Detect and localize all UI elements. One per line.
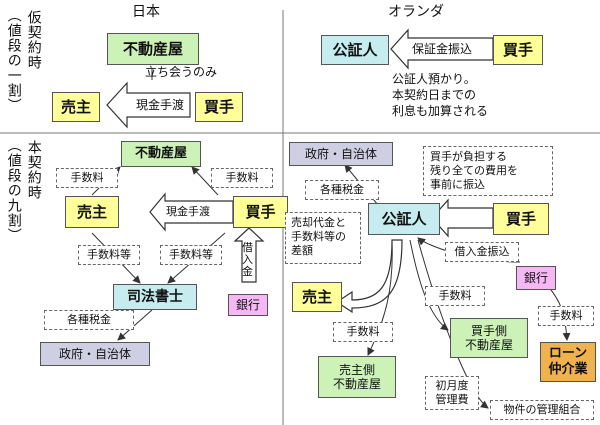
jp-main-realtor: 不動産屋 bbox=[121, 141, 201, 167]
header-japan: 日本 bbox=[132, 4, 160, 20]
header-netherlands: オランダ bbox=[388, 4, 444, 20]
nl-prov-note-line: 利息も加算される bbox=[392, 104, 489, 119]
nl-main-fee-center: 手数料 bbox=[425, 286, 485, 306]
jp-main-bank: 銀行 bbox=[228, 294, 268, 316]
jp-main-fee-etc-left: 手数料等 bbox=[78, 245, 140, 265]
jp-main-government: 政府・自治体 bbox=[40, 342, 150, 366]
nl-prov-notes: 公証人預かり。 本契約日までの 利息も加算される bbox=[392, 71, 488, 120]
nl-main-seller-realtor-line: 売主側 bbox=[338, 362, 375, 377]
nl-main-loan-broker-line: 仲介業 bbox=[548, 362, 588, 377]
nl-main-loan-broker: ローン 仲介業 bbox=[540, 342, 596, 382]
nl-main-proceeds-note-line: 差額 bbox=[291, 243, 313, 257]
nl-main-proceeds-note-line: 手数料等の bbox=[291, 229, 346, 243]
nl-main-buyer-realtor: 買手側 不動産屋 bbox=[450, 318, 528, 358]
jp-main-fee-etc-right: 手数料等 bbox=[160, 245, 222, 265]
big-arrow-jp-loan bbox=[233, 227, 265, 283]
nl-main-fee-seller: 手数料 bbox=[333, 322, 393, 342]
nl-main-fee-bank: 手数料 bbox=[538, 306, 594, 326]
jp-prov-witness-note: 立ち会うのみ bbox=[145, 65, 218, 79]
label-provisional: 仮契約時 bbox=[25, 10, 42, 70]
nl-main-seller-realtor: 売主側 不動産屋 bbox=[318, 356, 396, 398]
nl-main-buyer: 買手 bbox=[493, 203, 549, 235]
jp-prov-cash: 現金手渡 bbox=[136, 98, 185, 112]
nl-main-taxes: 各種税金 bbox=[305, 180, 379, 200]
nl-main-notary: 公証人 bbox=[368, 203, 440, 235]
nl-main-cost-note-line: 残り全ての費用を bbox=[430, 163, 518, 177]
jp-main-scrivener: 司法書士 bbox=[113, 284, 197, 310]
nl-main-proceeds-note-line: 売却代金と bbox=[291, 216, 346, 229]
nl-prov-buyer: 買手 bbox=[493, 35, 543, 65]
jp-main-taxes: 各種税金 bbox=[44, 310, 134, 330]
big-arrow-jp-prov-cash bbox=[106, 81, 191, 129]
jp-main-seller: 売主 bbox=[65, 196, 119, 228]
nl-main-loan-transfer: 借入金振込 bbox=[445, 242, 519, 262]
nl-main-initial-fee: 初月度 管理費 bbox=[425, 376, 479, 410]
jp-main-fee-left: 手数料 bbox=[56, 168, 118, 188]
nl-main-management: 物件の管理組合 bbox=[490, 400, 594, 420]
jp-main-fee-right: 手数料 bbox=[211, 168, 273, 188]
nl-main-buyer-realtor-line: 不動産屋 bbox=[464, 338, 513, 352]
nl-main-buyer-realtor-line: 買手側 bbox=[470, 323, 507, 338]
nl-prov-note-line: 本契約日までの bbox=[392, 88, 477, 103]
nl-prov-note-line: 公証人預かり。 bbox=[392, 72, 476, 86]
big-arrow-nl-main-buyer bbox=[431, 198, 494, 238]
nl-main-loan-broker-line: ローン bbox=[548, 346, 588, 362]
nl-main-seller-realtor-line: 不動産屋 bbox=[332, 377, 381, 391]
nl-main-seller: 売主 bbox=[292, 282, 342, 312]
nl-prov-deposit-transfer: 保証金振込 bbox=[412, 42, 473, 56]
nl-main-government: 政府・自治体 bbox=[289, 142, 393, 166]
jp-main-cash: 現金手渡 bbox=[166, 205, 210, 218]
jp-prov-realtor: 不動産屋 bbox=[107, 33, 199, 65]
nl-main-proceeds-note: 売却代金と 手数料等の 差額 bbox=[285, 212, 361, 264]
nl-main-cost-note-line: 買手が負担する bbox=[430, 150, 507, 163]
label-provisional-share: （値段の一割） bbox=[5, 8, 22, 113]
nl-main-initial-fee-line: 初月度 bbox=[435, 379, 469, 393]
nl-main-initial-fee-line: 管理費 bbox=[435, 393, 469, 406]
jp-main-buyer: 買手 bbox=[233, 196, 288, 228]
nl-main-cost-note: 買手が負担する 残り全ての費用を 事前に振込 bbox=[423, 146, 553, 196]
jp-prov-seller: 売主 bbox=[52, 92, 100, 122]
nl-main-bank: 銀行 bbox=[516, 266, 556, 290]
jp-prov-buyer: 買手 bbox=[195, 92, 243, 122]
jp-main-loan: 借入金 bbox=[242, 241, 253, 279]
big-arrow-jp-main-cash bbox=[149, 192, 234, 232]
label-main: 本契約時 bbox=[25, 140, 42, 200]
big-arrow-nl-seller bbox=[335, 239, 403, 314]
label-main-share: （値段の九割） bbox=[5, 138, 22, 243]
big-arrow-nl-prov-deposit bbox=[390, 28, 494, 70]
nl-main-cost-note-line: 事前に振込 bbox=[430, 177, 485, 191]
nl-prov-notary: 公証人 bbox=[321, 35, 389, 65]
